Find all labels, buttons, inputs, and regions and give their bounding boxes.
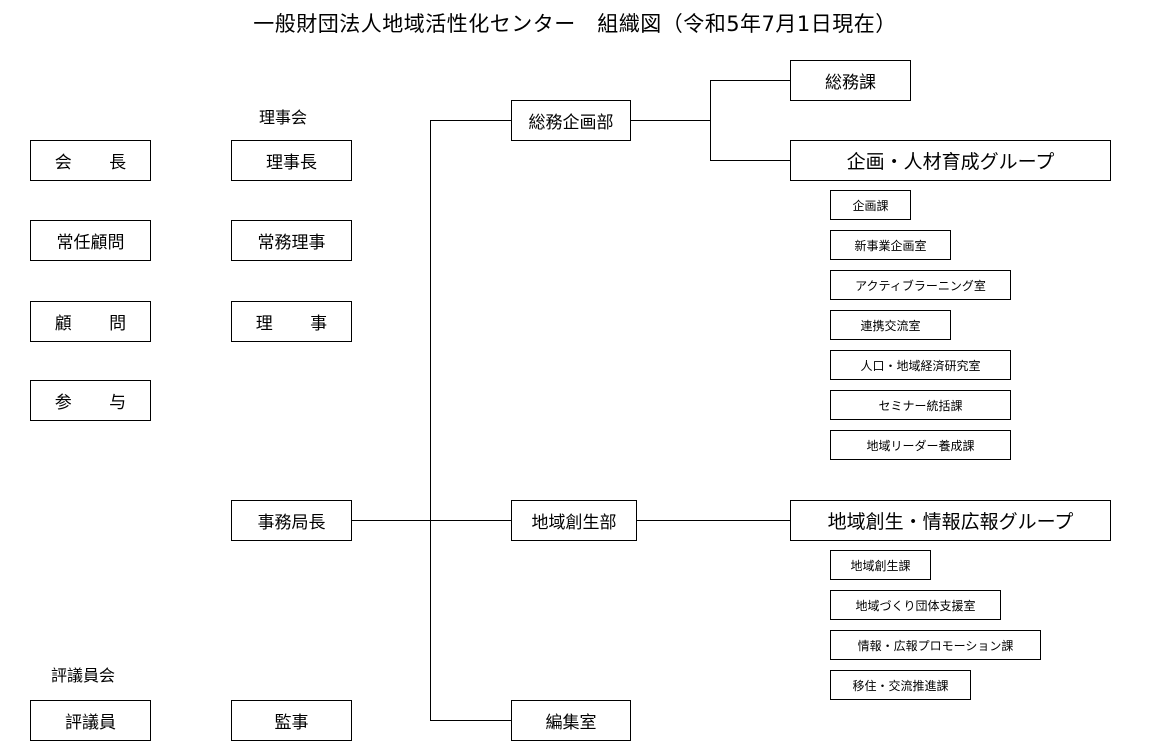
box-planning-hr-group: 企画・人材育成グループ bbox=[790, 140, 1111, 181]
unit-active-learning-office: アクティブラーニング室 bbox=[830, 270, 1011, 300]
box-editorial-office: 編集室 bbox=[511, 700, 631, 741]
box-chairman: 会 長 bbox=[30, 140, 151, 181]
box-advisor: 顧 問 bbox=[30, 301, 151, 342]
council-label: 評議員会 bbox=[51, 666, 116, 685]
unit-collaboration-office: 連携交流室 bbox=[830, 310, 951, 340]
unit-community-support-office: 地域づくり団体支援室 bbox=[830, 590, 1001, 620]
box-secretary-general: 事務局長 bbox=[231, 500, 352, 541]
unit-planning-section: 企画課 bbox=[830, 190, 911, 220]
box-standing-advisor: 常任顧問 bbox=[30, 220, 151, 261]
box-councilor: 評議員 bbox=[30, 700, 151, 741]
unit-population-economy-lab: 人口・地域経済研究室 bbox=[830, 350, 1011, 380]
page-title: 一般財団法人地域活性化センター 組織図（令和5年7月1日現在） bbox=[253, 12, 897, 36]
unit-new-business-office: 新事業企画室 bbox=[830, 230, 951, 260]
unit-pr-promotion-section: 情報・広報プロモーション課 bbox=[830, 630, 1041, 660]
board-label: 理事会 bbox=[259, 108, 308, 127]
box-board-chairman: 理事長 bbox=[231, 140, 352, 181]
box-counselor: 参 与 bbox=[30, 380, 151, 421]
unit-regional-creation-section: 地域創生課 bbox=[830, 550, 931, 580]
box-general-planning-dept: 総務企画部 bbox=[511, 100, 631, 141]
unit-leader-training-section: 地域リーダー養成課 bbox=[830, 430, 1011, 460]
box-regional-creation-dept: 地域創生部 bbox=[511, 500, 637, 541]
box-executive-director: 常務理事 bbox=[231, 220, 352, 261]
box-regional-pr-group: 地域創生・情報広報グループ bbox=[790, 500, 1111, 541]
box-general-affairs-section: 総務課 bbox=[790, 60, 911, 101]
unit-migration-exchange-section: 移住・交流推進課 bbox=[830, 670, 971, 700]
box-director: 理 事 bbox=[231, 301, 352, 342]
unit-seminar-section: セミナー統括課 bbox=[830, 390, 1011, 420]
